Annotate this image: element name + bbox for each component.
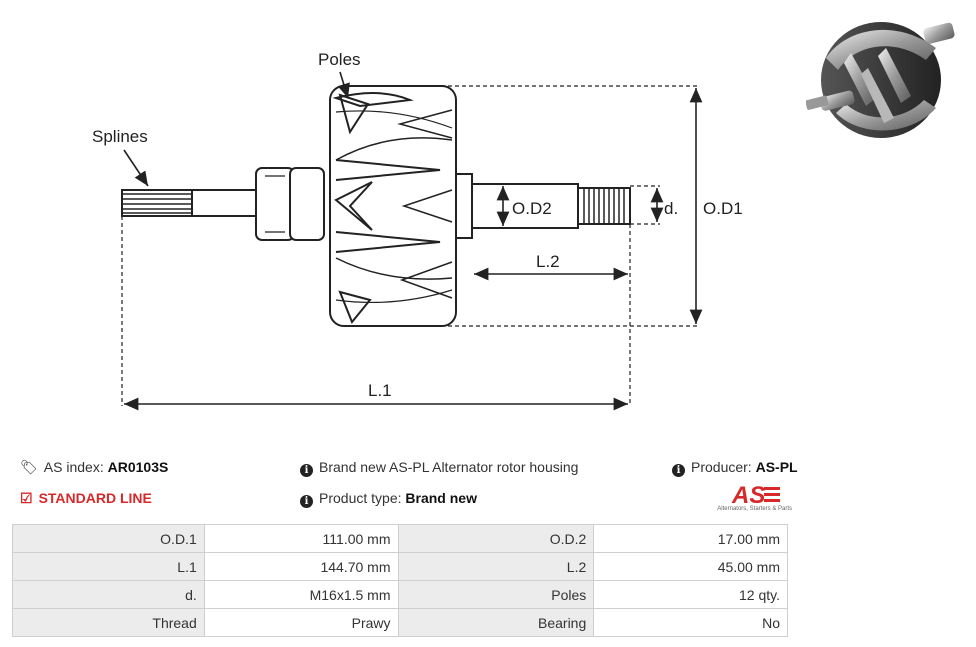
as-index: 🏷︎AS index: AR0103S [20, 459, 169, 475]
info-circle-icon: i [300, 464, 313, 477]
logo-tagline: Alternators, Starters & Parts [717, 506, 792, 512]
specs-table: O.D.1 111.00 mm O.D.2 17.00 mm L.1 144.7… [12, 524, 788, 637]
table-row: L.1 144.70 mm L.2 45.00 mm [12, 552, 788, 581]
table-row: O.D.1 111.00 mm O.D.2 17.00 mm [12, 524, 788, 553]
producer-value: AS-PL [755, 459, 798, 475]
d-label: d. [664, 199, 678, 218]
logo-text: AS [731, 482, 765, 506]
spec-label: d. [12, 580, 205, 609]
spec-value: No [593, 608, 788, 637]
as-pl-logo: AS Alternators, Starters & Parts [712, 482, 792, 516]
table-row: Thread Prawy Bearing No [12, 608, 788, 637]
spec-label: Poles [397, 580, 595, 609]
spec-label: O.D.1 [12, 524, 205, 553]
as-index-value: AR0103S [107, 459, 169, 475]
od2-label: O.D2 [512, 199, 552, 218]
poles-label: Poles [318, 50, 361, 69]
tags-icon: 🏷︎ [20, 459, 38, 475]
check-square-icon: ☑ [20, 490, 33, 506]
spec-value: M16x1.5 mm [203, 580, 399, 609]
rotor-photo [806, 22, 955, 138]
spec-value: Prawy [203, 608, 399, 637]
spec-label: L.1 [12, 552, 205, 581]
l2-label: L.2 [536, 252, 560, 271]
info-circle-icon: i [672, 464, 685, 477]
spec-label: O.D.2 [397, 524, 595, 553]
rotor-diagram: Poles Splines O.D2 d. O.D1 L.2 L.1 [92, 50, 743, 411]
splines-label: Splines [92, 127, 148, 146]
table-row: d. M16x1.5 mm Poles 12 qty. [12, 580, 788, 609]
spec-label: Bearing [397, 608, 595, 637]
spec-value: 144.70 mm [203, 552, 399, 581]
spec-value: 111.00 mm [203, 524, 399, 553]
standard-line: ☑STANDARD LINE [20, 490, 152, 506]
spec-label: L.2 [397, 552, 595, 581]
spec-value: 12 qty. [593, 580, 788, 609]
od1-label: O.D1 [703, 199, 743, 218]
info-circle-icon: i [300, 495, 313, 508]
spec-value: 17.00 mm [593, 524, 788, 553]
spec-value: 45.00 mm [593, 552, 788, 581]
product-type-value: Brand new [405, 490, 477, 506]
spec-label: Thread [12, 608, 205, 637]
l1-label: L.1 [368, 381, 392, 400]
